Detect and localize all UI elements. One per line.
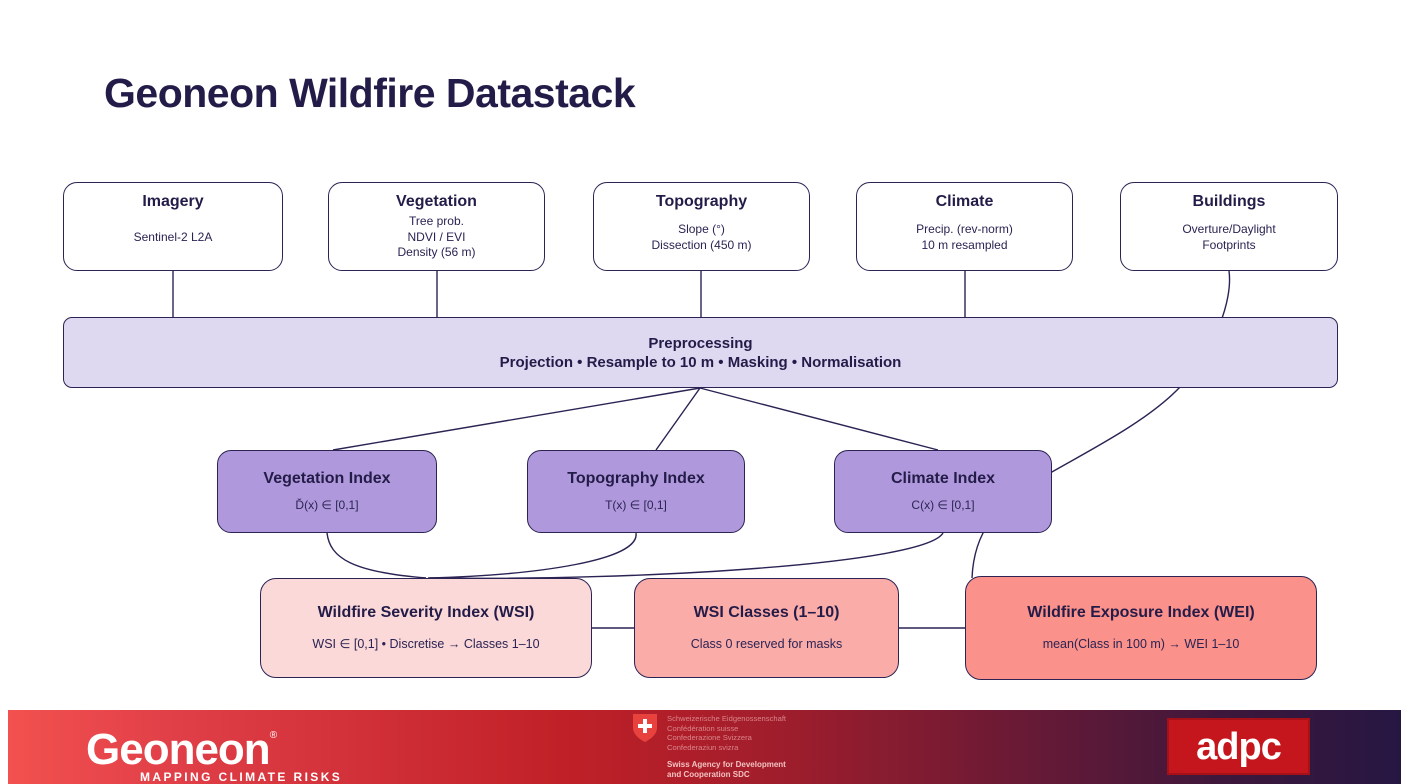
node-title: Imagery [142,193,204,210]
node-formula: Ď(x) ∈ [0,1] [295,497,359,512]
swiss-text: Schweizerische Eidgenossenschaft Confédé… [667,714,786,780]
node-lines: Slope (°) Dissection (450 m) [651,211,751,270]
geoneon-wordmark: Geoneon® [86,714,342,772]
node-subtitle: Class 0 reserved for masks [690,636,843,651]
node-wildfire-exposure-index: Wildfire Exposure Index (WEI) mean(Class… [965,576,1317,680]
geoneon-tagline: MAPPING CLIMATE RISKS [140,770,343,784]
geoneon-logo: Geoneon® MAPPING CLIMATE RISKS [86,714,342,784]
node-subtitle: WSI ∈ [0,1] • Discretise → Classes 1–10 [312,636,540,651]
swiss-agency-line: and Cooperation SDC [667,770,750,780]
connector-climindex-wsi [429,532,944,580]
node-title: Preprocessing [648,334,753,352]
node-subtitle: Projection • Resample to 10 m • Masking … [499,353,902,371]
node-line: Density (56 m) [397,245,476,260]
swiss-sdc-logo: Schweizerische Eidgenossenschaft Confédé… [633,714,786,780]
node-title: Buildings [1192,193,1266,210]
node-subtitle: mean(Class in 100 m) → WEI 1–10 [1042,636,1240,651]
node-topography: Topography Slope (°) Dissection (450 m) [593,182,810,271]
node-line: Precip. (rev-norm) [916,222,1013,236]
node-topography-index: Topography Index T(x) ∈ [0,1] [527,450,745,533]
swiss-line: Confederaziun svizra [667,742,739,752]
connector-preprocessing-topoindex [655,387,701,451]
node-line: Sentinel-2 L2A [133,229,213,244]
node-imagery: Imagery Sentinel-2 L2A [63,182,283,271]
page-title: Geoneon Wildfire Datastack [104,70,636,116]
swiss-line: Confédération suisse [667,723,739,733]
swiss-line: Confederazione Svizzera [667,733,752,743]
adpc-logo: adpc [1167,718,1310,775]
footer-bar: Geoneon® MAPPING CLIMATE RISKS Schweizer… [8,710,1401,784]
swiss-agency-line: Swiss Agency for Development [667,760,786,770]
node-lines: Tree prob. NDVI / EVI Density (56 m) [397,211,475,270]
node-lines: Sentinel-2 L2A [134,211,213,270]
connector-preprocessing-climindex [699,387,939,451]
connector-topoindex-wsi [427,532,637,579]
node-preprocessing: Preprocessing Projection • Resample to 1… [63,317,1338,388]
swiss-confederation-lines: Schweizerische Eidgenossenschaft Confédé… [667,714,786,752]
node-title: Climate [935,193,994,210]
adpc-text: adpc [1196,725,1282,768]
node-vegetation: Vegetation Tree prob. NDVI / EVI Density… [328,182,545,271]
node-climate-index: Climate Index C(x) ∈ [0,1] [834,450,1052,533]
registered-mark: ® [269,730,277,741]
node-title: WSI Classes (1–10) [693,603,840,621]
node-title: Climate Index [890,469,996,487]
swiss-agency-lines: Swiss Agency for Development and Coopera… [667,760,786,780]
connector-vegindex-wsi [326,532,427,579]
node-formula: T(x) ∈ [0,1] [605,497,667,512]
node-line: NDVI / EVI [407,229,466,244]
node-title: Wildfire Severity Index (WSI) [317,603,535,621]
node-lines: Overture/Daylight Footprints [1182,211,1275,270]
geoneon-text: Geoneon [86,725,271,774]
node-title: Topography Index [567,469,705,487]
node-title: Vegetation [396,193,477,210]
node-line: Slope (°) [678,222,725,236]
node-line: Overture/Daylight [1182,222,1276,236]
node-vegetation-index: Vegetation Index Ď(x) ∈ [0,1] [217,450,437,533]
node-title: Vegetation Index [263,469,391,487]
connector-preprocessing-vegindex [332,387,701,451]
node-title: Topography [655,193,748,210]
swiss-line: Schweizerische Eidgenossenschaft [667,714,787,723]
node-buildings: Buildings Overture/Daylight Footprints [1120,182,1338,271]
node-climate: Climate Precip. (rev-norm) 10 m resample… [856,182,1073,271]
node-formula: C(x) ∈ [0,1] [911,497,975,512]
node-wsi-classes: WSI Classes (1–10) Class 0 reserved for … [634,578,899,678]
node-line: 10 m resampled [921,237,1008,252]
swiss-shield-icon [633,714,657,742]
node-wildfire-severity-index: Wildfire Severity Index (WSI) WSI ∈ [0,1… [260,578,592,678]
node-lines: Precip. (rev-norm) 10 m resampled [916,211,1013,270]
node-title: Wildfire Exposure Index (WEI) [1027,603,1255,621]
node-line: Tree prob. [409,214,464,229]
node-line: Footprints [1202,237,1256,252]
node-line: Dissection (450 m) [651,237,752,252]
